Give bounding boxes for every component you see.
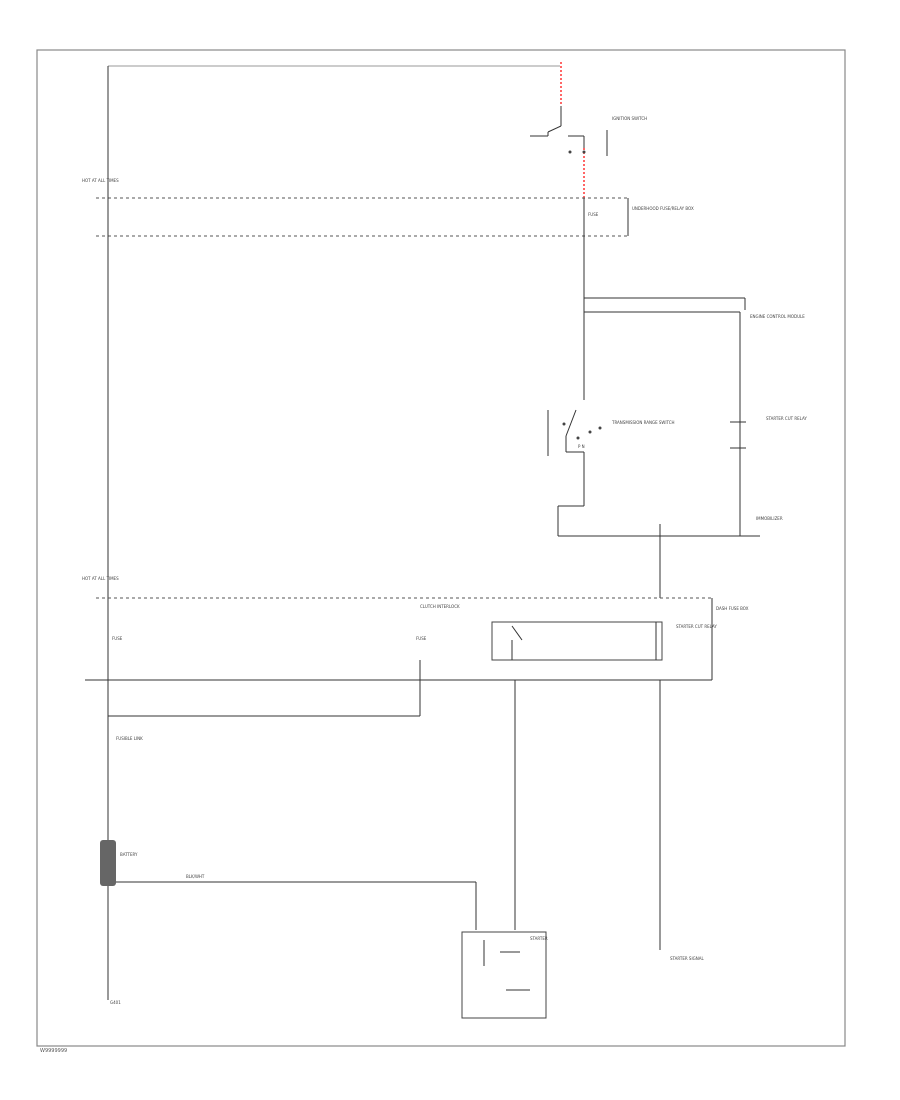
immobilizer-label: IMMOBILIZER (756, 516, 783, 521)
starter-cut-relay-label: STARTER CUT RELAY (766, 416, 807, 421)
diagram-frame (36, 49, 846, 1047)
starter-signal-label: STARTER SIGNAL (670, 956, 704, 961)
dash-relay-label: STARTER CUT RELAY (676, 624, 717, 629)
transmission-range-label: TRANSMISSION RANGE SWITCH (611, 420, 675, 425)
wire-color-label: BLK/WHT (186, 874, 205, 879)
hot-at-all-times-label: HOT AT ALL TIMES (82, 178, 119, 183)
gear-selector-label: P N (578, 444, 585, 449)
underhood-fuse-box-label: UNDERHOOD FUSE/RELAY BOX (632, 206, 694, 211)
underhood-fuse-box: UNDERHOOD FUSE/RELAY BOX FUSE HOT AT ALL… (82, 178, 694, 237)
dash-fuse-label: FUSE (112, 636, 123, 641)
dash-starter-cut-relay: STARTER CUT RELAY (491, 621, 717, 661)
transmission-range-switch: TRANSMISSION RANGE SWITCH P N (547, 409, 675, 506)
ignition-switch-label: IGNITION SWITCH (612, 116, 647, 121)
fuse-drop: FUSE (108, 636, 427, 717)
mid-fuse-label: FUSE (416, 636, 427, 641)
fusible-link-label: FUSIBLE LINK (116, 736, 143, 741)
battery-label: BATTERY (120, 852, 138, 857)
lower-junction: IMMOBILIZER (557, 505, 783, 598)
ecm-block: ENGINE CONTROL MODULE (583, 236, 805, 410)
dash-fuse-box-label: DASH FUSE BOX (716, 606, 749, 611)
battery-section: FUSIBLE LINK BATTERY BLK/WHT G401 (100, 736, 477, 1005)
ground-label: G401 (110, 1000, 121, 1005)
cable-assembly-label: CLUTCH INTERLOCK (420, 604, 460, 609)
underhood-fuse-label: FUSE (588, 212, 599, 217)
starter-motor: STARTER (461, 931, 548, 1019)
dash-fuse-box: CLUTCH INTERLOCK DASH FUSE BOX FUSE HOT … (82, 576, 749, 681)
starter-label: STARTER (530, 936, 548, 941)
ignition-switch: IGNITION SWITCH (530, 106, 647, 156)
hot-in-start-label: HOT AT ALL TIMES (82, 576, 119, 581)
starter-cut-relay-right: STARTER CUT RELAY (730, 410, 807, 506)
footer-code: W9999999 (40, 1048, 67, 1054)
ecm-label: ENGINE CONTROL MODULE (750, 314, 805, 319)
